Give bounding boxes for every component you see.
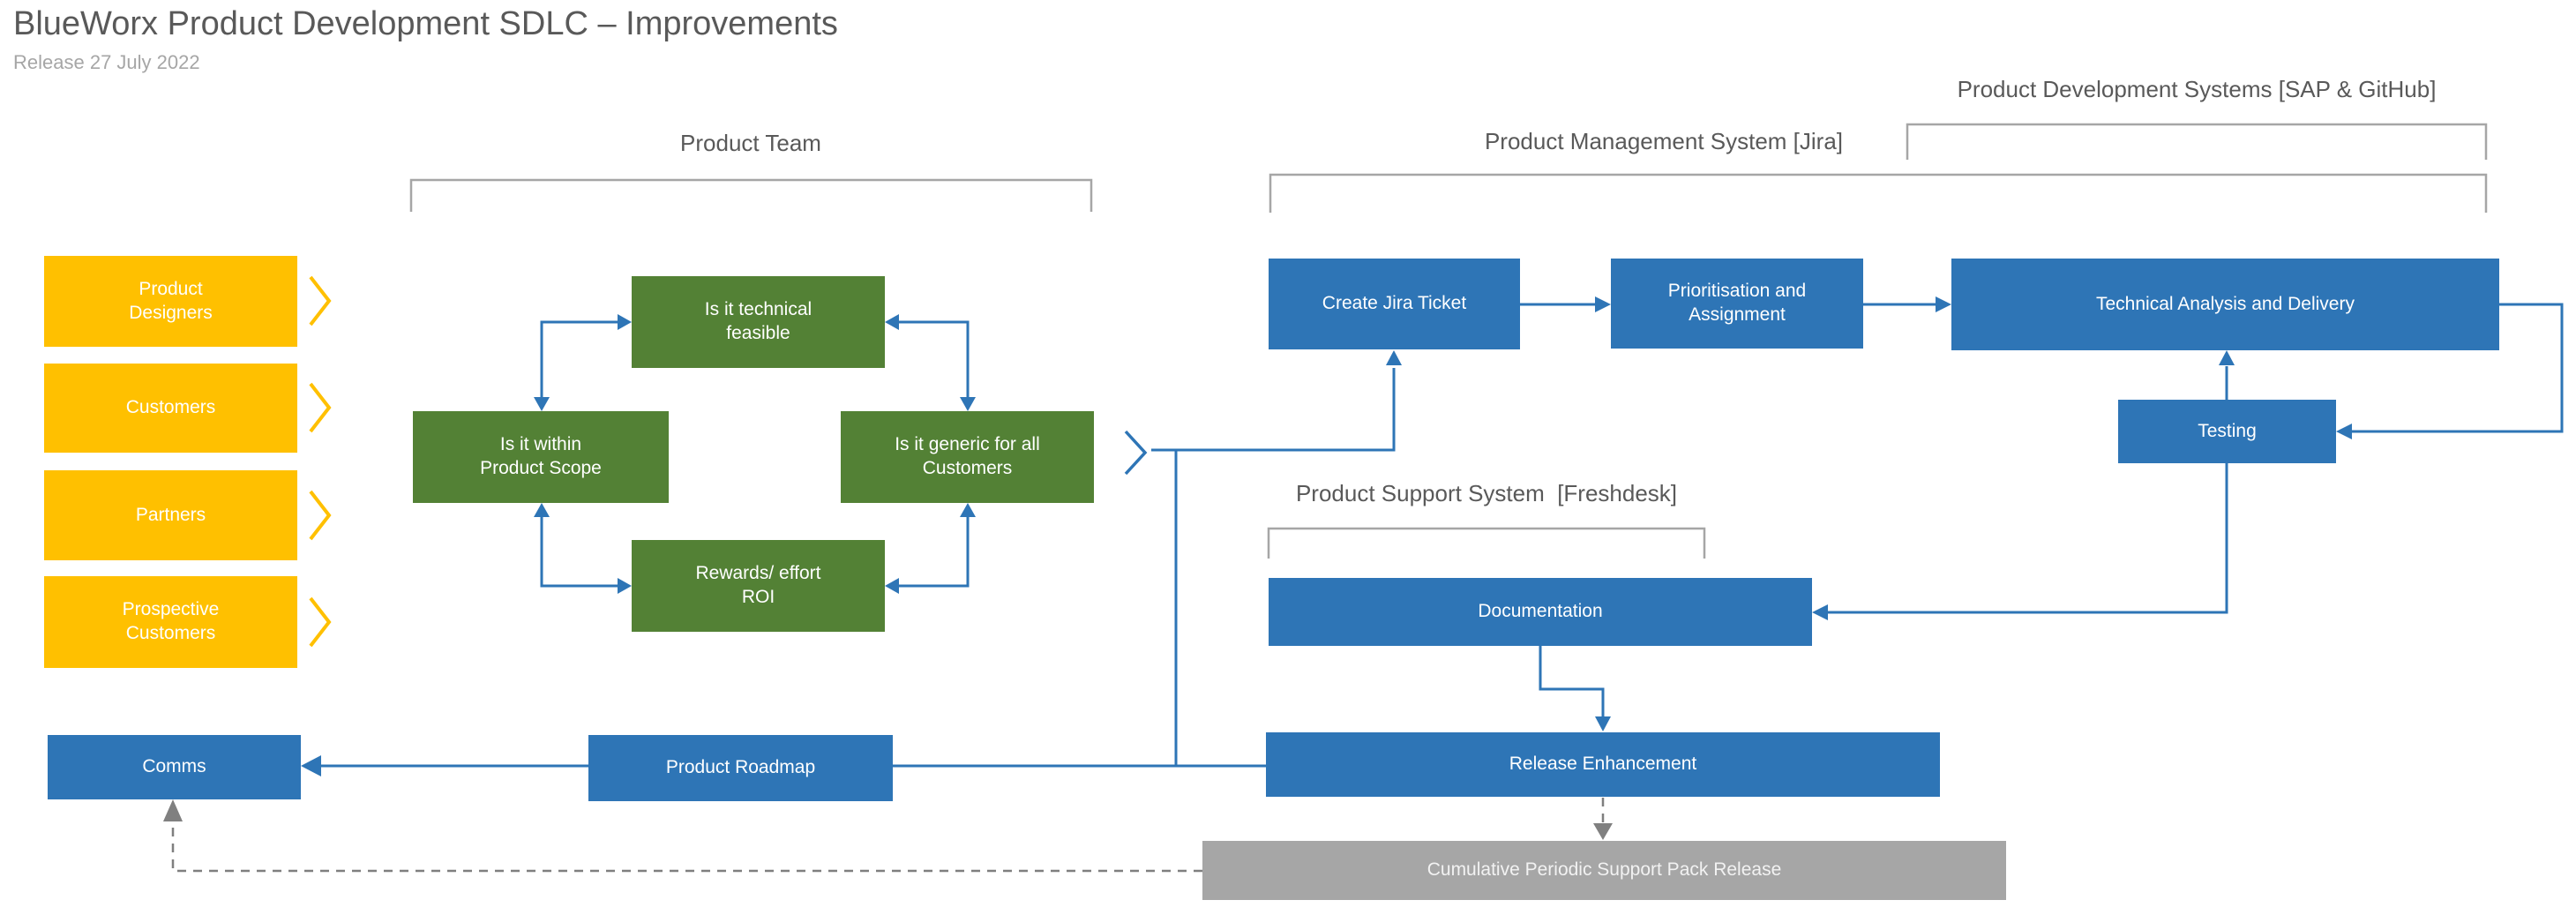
step-label: Release Enhancement bbox=[1509, 754, 1697, 775]
step-label: Comms bbox=[142, 756, 206, 777]
connector-feasible-generic bbox=[888, 320, 970, 409]
step-documentation: Documentation bbox=[1269, 578, 1812, 646]
step-label: Cumulative Periodic Support Pack Release bbox=[1427, 859, 1782, 881]
arrowhead bbox=[960, 397, 976, 411]
arrowhead bbox=[885, 578, 899, 594]
eval-technical-feasible: Is it technical feasible bbox=[632, 276, 885, 368]
chevron-right-icon bbox=[309, 382, 332, 433]
arrowhead bbox=[2219, 350, 2235, 365]
arrowhead bbox=[2336, 424, 2352, 439]
stakeholder-partners: Partners bbox=[44, 470, 297, 560]
step-testing: Testing bbox=[2118, 400, 2336, 463]
arrowhead bbox=[1593, 823, 1613, 840]
lane-label-jira: Product Management System [Jira] bbox=[1484, 128, 1844, 154]
stakeholder-label: Partners bbox=[135, 504, 206, 525]
arrowhead bbox=[301, 755, 321, 776]
eval-product-scope: Is it within Product Scope bbox=[413, 411, 669, 503]
step-technical-analysis-delivery: Technical Analysis and Delivery bbox=[1951, 259, 2499, 350]
freshdesk-bracket bbox=[1267, 527, 1706, 559]
page-title: BlueWorx Product Development SDLC – Impr… bbox=[13, 5, 838, 42]
arrowhead bbox=[960, 503, 976, 517]
step-label: Prioritisation and Assignment bbox=[1667, 281, 1807, 325]
arrowhead bbox=[1936, 296, 1951, 312]
eval-generic-customers: Is it generic for all Customers bbox=[841, 411, 1094, 503]
arrowhead bbox=[618, 578, 632, 594]
eval-label: Rewards/ effort ROI bbox=[695, 563, 821, 607]
step-create-jira-ticket: Create Jira Ticket bbox=[1269, 259, 1520, 349]
stakeholder-label: Customers bbox=[125, 397, 216, 418]
eval-label: Is it generic for all Customers bbox=[895, 434, 1040, 478]
arrowhead bbox=[534, 503, 550, 517]
step-label: Documentation bbox=[1478, 601, 1603, 622]
chevron-right-icon bbox=[309, 490, 332, 541]
step-comms: Comms bbox=[48, 735, 301, 799]
arrowhead bbox=[1595, 296, 1611, 312]
arrowhead bbox=[885, 314, 899, 330]
connector-scope-feasible bbox=[540, 320, 618, 409]
stakeholder-label: Prospective Customers bbox=[122, 599, 220, 643]
connector-documentation-release bbox=[1539, 646, 1605, 716]
release-date: Release 27 July 2022 bbox=[13, 51, 200, 73]
arrowhead bbox=[163, 799, 183, 821]
connector-junction-create-jira bbox=[1151, 368, 1396, 452]
step-label: Technical Analysis and Delivery bbox=[2096, 293, 2355, 314]
chevron-right-icon bbox=[309, 275, 332, 326]
jira-bracket bbox=[1269, 173, 2488, 213]
step-label: Testing bbox=[2198, 420, 2257, 441]
connector-testing-documentation bbox=[1828, 463, 2228, 614]
connector-technical-testing-loop bbox=[2352, 303, 2564, 433]
arrowhead bbox=[1386, 350, 1402, 365]
connector-generic-roi bbox=[888, 506, 970, 588]
step-product-roadmap: Product Roadmap bbox=[588, 735, 893, 801]
sap-github-bracket bbox=[1906, 123, 2488, 160]
eval-label: Is it technical feasible bbox=[704, 299, 812, 343]
arrowhead bbox=[618, 314, 632, 330]
arrowhead bbox=[1812, 604, 1828, 620]
stakeholder-product-designers: Product Designers bbox=[44, 256, 297, 347]
step-prioritisation-assignment: Prioritisation and Assignment bbox=[1611, 259, 1863, 349]
lane-label-product-team: Product Team bbox=[680, 130, 821, 156]
chevron-right-icon bbox=[309, 596, 332, 648]
eval-label: Is it within Product Scope bbox=[480, 434, 602, 478]
lane-label-freshdesk: Product Support System [Freshdesk] bbox=[1295, 480, 1678, 506]
connector-scope-roi bbox=[540, 506, 618, 588]
arrowhead bbox=[534, 397, 550, 411]
lane-label-sap-github: Product Development Systems [SAP & GitHu… bbox=[1957, 76, 2437, 102]
flow-chevron-icon bbox=[1124, 430, 1148, 476]
step-label: Product Roadmap bbox=[665, 757, 816, 778]
step-cumulative-support-pack-release: Cumulative Periodic Support Pack Release bbox=[1202, 841, 2006, 900]
stakeholder-label: Product Designers bbox=[129, 278, 213, 323]
connector-supportpack-comms-dashed bbox=[171, 822, 1202, 873]
stakeholder-customers: Customers bbox=[44, 364, 297, 453]
arrowhead bbox=[1595, 716, 1611, 731]
product-team-bracket bbox=[409, 178, 1093, 212]
step-release-enhancement: Release Enhancement bbox=[1266, 732, 1940, 797]
stakeholder-prospective-customers: Prospective Customers bbox=[44, 576, 297, 668]
step-label: Create Jira Ticket bbox=[1322, 293, 1467, 314]
eval-rewards-roi: Rewards/ effort ROI bbox=[632, 540, 885, 632]
